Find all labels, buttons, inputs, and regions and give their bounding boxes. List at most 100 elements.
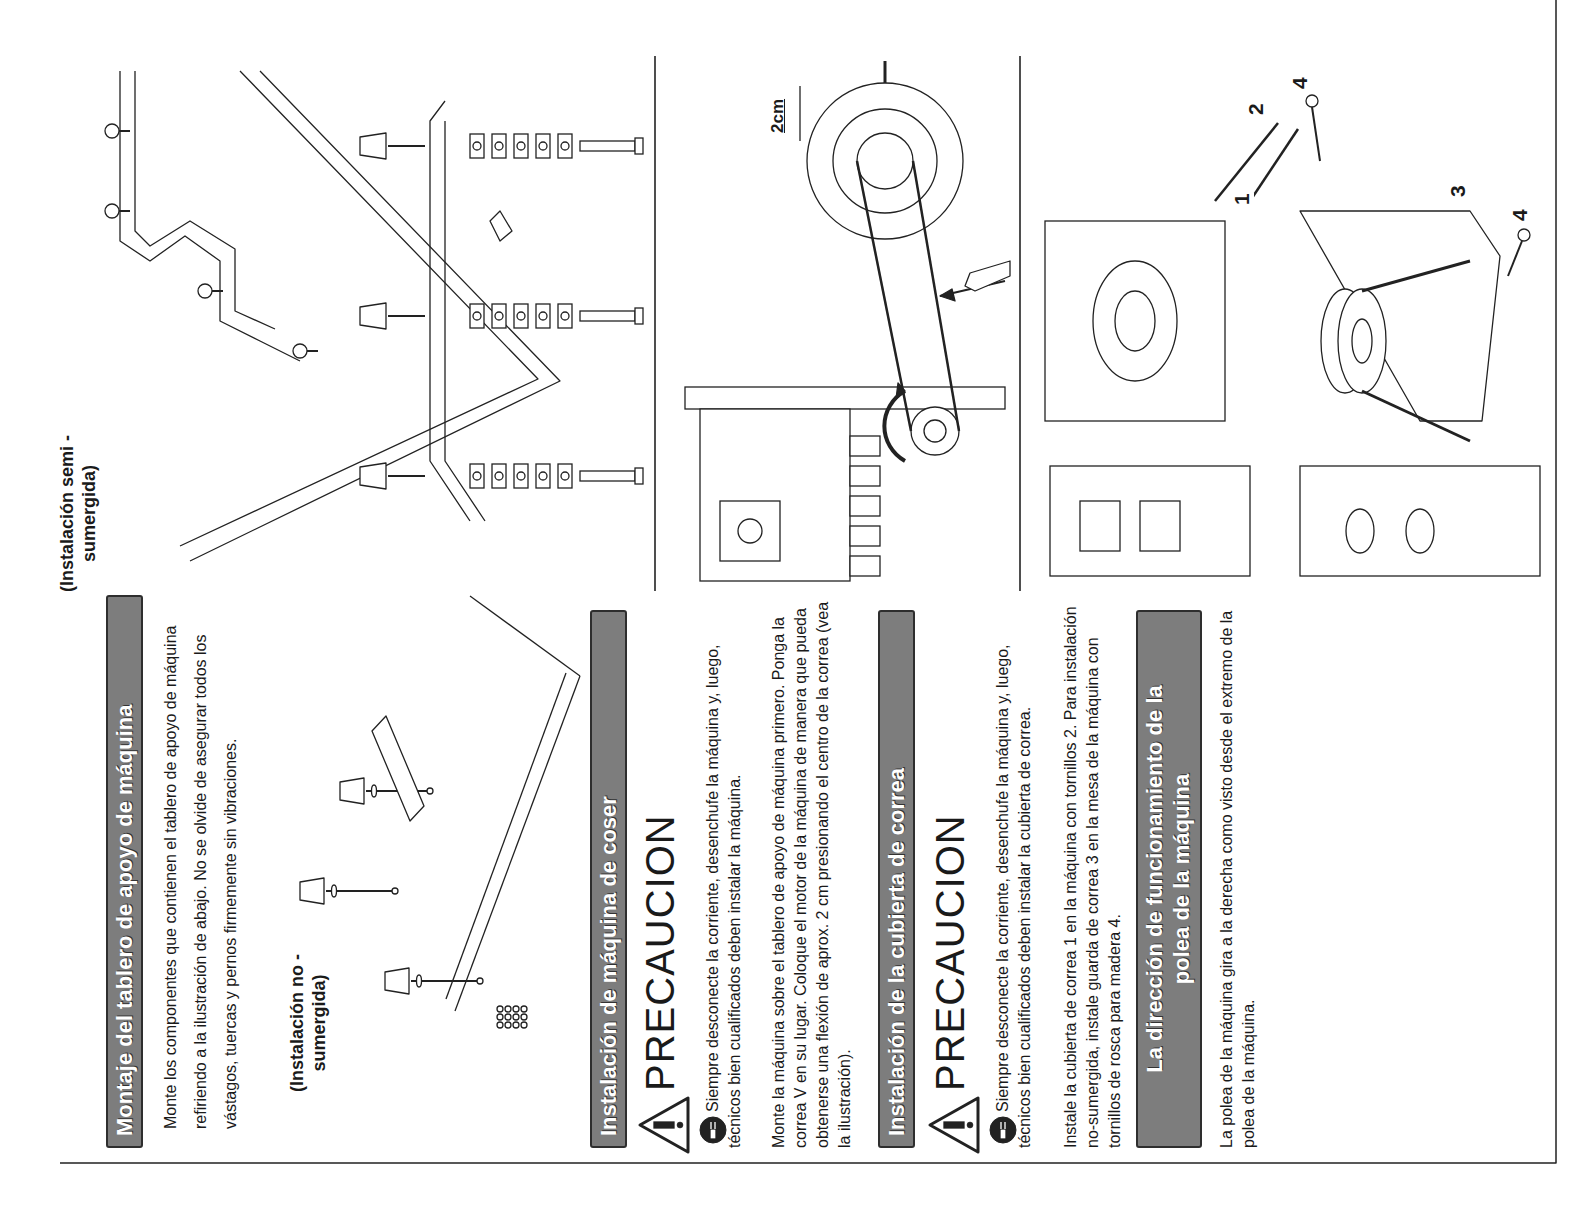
bolt-shank <box>307 350 318 352</box>
support-bar <box>372 716 424 821</box>
caution-heading: PRECAUCION <box>636 814 684 1091</box>
rail <box>430 101 470 521</box>
washer <box>332 885 337 897</box>
washer <box>514 134 528 158</box>
machine-body <box>1050 466 1250 576</box>
rotation-arrow <box>884 391 905 461</box>
screw <box>521 1014 527 1020</box>
exclamation-dot <box>967 1122 973 1128</box>
machine-body <box>1300 466 1540 576</box>
machine-foot <box>850 556 880 576</box>
table-edge <box>455 676 580 1011</box>
icon-disc <box>700 1117 726 1143</box>
thread-knob <box>1406 509 1434 553</box>
wood-screw-head <box>1518 229 1530 241</box>
exclamation-bar <box>654 1122 674 1128</box>
section-heading: La dirección de funcionamiento de la pol… <box>1141 679 1195 1079</box>
pulley-hub <box>1352 319 1372 363</box>
washer-hole <box>517 142 525 150</box>
unplug-icon <box>990 1117 1016 1143</box>
washer-hole <box>495 472 503 480</box>
screw <box>1215 123 1278 201</box>
washer-hole <box>495 142 503 150</box>
rail <box>445 121 485 521</box>
divider-line <box>654 56 656 591</box>
screw <box>497 1022 503 1028</box>
bolt <box>580 311 635 321</box>
washer-hole <box>561 472 569 480</box>
dimension-label: 2cm <box>768 99 788 133</box>
washer-hole <box>539 312 547 320</box>
stand-semi-submerged <box>105 71 643 561</box>
exclamation-dot <box>677 1122 683 1128</box>
plug-pin <box>1004 1122 1005 1129</box>
callout-number: 2 <box>1244 103 1268 115</box>
washer <box>470 134 484 158</box>
screw <box>505 1006 511 1012</box>
washer-hole <box>539 142 547 150</box>
bolt-shank <box>119 130 130 132</box>
washer <box>536 304 550 328</box>
washer <box>492 304 506 328</box>
section-heading: Instalación de la cubierta de correa <box>883 622 910 1136</box>
bolt-head <box>635 468 643 484</box>
washer <box>558 134 572 158</box>
dimension-line <box>799 86 800 141</box>
nut <box>392 888 398 894</box>
washer <box>470 304 484 328</box>
table-board <box>685 387 1005 409</box>
machine-foot <box>850 436 880 456</box>
screw <box>505 1014 511 1020</box>
frame-beam <box>135 71 275 329</box>
bolt-head <box>293 344 307 358</box>
paragraph: Instale la cubierta de correa 1 en la má… <box>1060 596 1126 1148</box>
page-frame <box>60 0 1556 1163</box>
rubber-cushion <box>360 133 386 159</box>
belt-guard <box>1300 211 1500 421</box>
v-belt <box>1362 261 1470 291</box>
motor <box>807 83 963 239</box>
caution-text: Siempre desconecte la corriente, desench… <box>702 596 746 1148</box>
arrow-head <box>896 383 905 399</box>
motor-pulley <box>857 133 913 189</box>
warning-triangle <box>640 1098 688 1152</box>
washer-hole <box>473 472 481 480</box>
washer-hole <box>517 472 525 480</box>
paragraph: Monte la máquina sobre el tablero de apo… <box>768 596 856 1148</box>
rubber-cushion <box>300 878 324 904</box>
section-heading-band: La dirección de funcionamiento de la pol… <box>1136 610 1202 1148</box>
nut <box>427 788 433 794</box>
belt-cover-illustration <box>1045 95 1540 576</box>
machine-pulley <box>911 407 959 455</box>
section-heading-band: Instalación de máquina de coser <box>590 610 627 1148</box>
washer <box>514 464 528 488</box>
cover-hub <box>1115 291 1155 351</box>
section-heading: Montaje del tablero de apoyo de máquina <box>111 607 138 1136</box>
bracket <box>490 211 512 241</box>
washer <box>558 304 572 328</box>
screw <box>497 1006 503 1012</box>
screw <box>497 1014 503 1020</box>
washer-hole <box>495 312 503 320</box>
screw <box>1250 129 1298 201</box>
washer-hole <box>473 312 481 320</box>
nut <box>477 978 483 984</box>
wood-screw-head <box>1306 95 1318 107</box>
plug-pin <box>1000 1122 1001 1129</box>
rubber-cushion <box>340 778 364 804</box>
washer-hole <box>473 142 481 150</box>
callout-number: 4 <box>1508 209 1532 221</box>
callout-number: 1 <box>1230 193 1254 205</box>
page-border <box>60 0 1556 1163</box>
washer <box>536 464 550 488</box>
figure-caption: (Instalación no - sumergida) <box>286 943 330 1103</box>
bolt <box>580 471 635 481</box>
machine-foot <box>850 466 880 486</box>
plug-body <box>1000 1129 1006 1139</box>
hand <box>965 261 1010 291</box>
table-edge <box>470 596 580 676</box>
paragraph: La polea de la máquina gira a la derecha… <box>1216 596 1260 1148</box>
washer <box>492 134 506 158</box>
section-heading-band: Instalación de la cubierta de correa <box>878 610 915 1148</box>
